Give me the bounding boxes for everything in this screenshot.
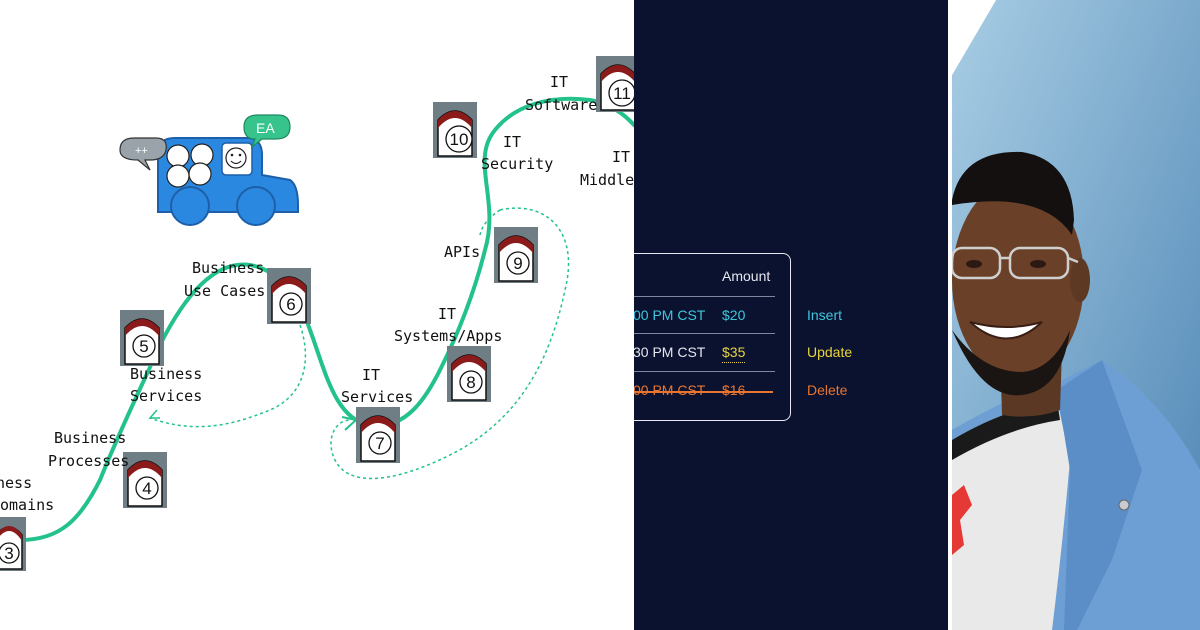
label-it-security: IT bbox=[503, 133, 521, 151]
label-business-processes: Processes bbox=[48, 452, 129, 470]
bubble-text: EA bbox=[256, 120, 275, 136]
row-time: 00 PM CST bbox=[634, 307, 706, 323]
arrowhead-icon bbox=[148, 409, 160, 419]
label-business-domains: ness bbox=[0, 474, 32, 492]
action-update: Update bbox=[807, 344, 853, 360]
stone-number: 9 bbox=[513, 254, 522, 273]
label-business-services: Services bbox=[130, 387, 202, 405]
team-car-illustration bbox=[157, 137, 299, 226]
row-amount: $35 bbox=[722, 344, 746, 363]
milestone-stone-7: 7 bbox=[356, 407, 400, 463]
label-apis: APIs bbox=[444, 243, 480, 261]
stone-number: 3 bbox=[4, 544, 13, 563]
journey-map-diagram: 3 4 5 6 7 bbox=[0, 56, 634, 571]
milestone-stone-10: 10 bbox=[433, 102, 477, 158]
label-business-domains: omains bbox=[0, 496, 54, 514]
stone-number: 10 bbox=[450, 130, 469, 149]
milestone-stone-9: 9 bbox=[494, 227, 538, 283]
row-amount: $16 bbox=[722, 382, 746, 398]
label-business-use-cases: Use Cases bbox=[184, 282, 265, 300]
dotted-loop-path bbox=[479, 209, 501, 236]
label-it-middleware: Middle bbox=[580, 171, 634, 189]
label-it-services: IT bbox=[362, 366, 380, 384]
stone-number: 4 bbox=[142, 479, 151, 498]
milestone-stone-3: 3 bbox=[0, 517, 26, 571]
label-it-services: Services bbox=[341, 388, 413, 406]
table-divider bbox=[634, 371, 775, 372]
milestone-stone-4: 4 bbox=[123, 452, 167, 508]
label-business-use-cases: Business bbox=[192, 259, 264, 277]
bubble-text: ++ bbox=[135, 145, 148, 157]
stone-number: 11 bbox=[613, 84, 631, 103]
action-delete: Delete bbox=[807, 382, 848, 398]
row-amount: $20 bbox=[722, 307, 746, 323]
milestone-stone-11: 11 bbox=[596, 56, 634, 112]
speech-bubble-left: ++ bbox=[119, 137, 167, 171]
column-header-amount: Amount bbox=[722, 268, 771, 284]
stone-number: 7 bbox=[375, 434, 384, 453]
label-it-systems: Systems/Apps bbox=[394, 327, 502, 345]
action-insert: Insert bbox=[807, 307, 843, 323]
change-table-panel: Amount 00 PM CST $20 30 PM CST $35 00 PM… bbox=[634, 0, 948, 630]
row-time: 00 PM CST bbox=[634, 382, 706, 398]
stone-number: 6 bbox=[286, 295, 295, 314]
label-business-services: Business bbox=[130, 365, 202, 383]
label-it-systems: IT bbox=[438, 305, 456, 323]
stone-number: 8 bbox=[466, 373, 475, 392]
milestone-stone-6: 6 bbox=[267, 268, 311, 324]
label-it-software: IT bbox=[550, 73, 568, 91]
label-it-software: Software bbox=[525, 96, 597, 114]
stone-number: 5 bbox=[139, 337, 148, 356]
speech-bubble-right: EA bbox=[243, 114, 291, 149]
dotted-loop-path bbox=[330, 207, 570, 480]
table-divider bbox=[634, 296, 775, 297]
arrowhead-icon bbox=[341, 416, 359, 431]
milestone-stone-8: 8 bbox=[447, 346, 491, 402]
label-business-processes: Business bbox=[54, 429, 126, 447]
change-table-card: Amount 00 PM CST $20 30 PM CST $35 00 PM… bbox=[634, 253, 791, 421]
presenter-photo-panel bbox=[952, 0, 1200, 630]
panel-divider bbox=[948, 0, 952, 630]
table-divider bbox=[634, 333, 775, 334]
label-it-middleware: IT bbox=[612, 148, 630, 166]
row-time: 30 PM CST bbox=[634, 344, 706, 360]
label-it-security: Security bbox=[481, 155, 553, 173]
dotted-loop-path bbox=[149, 324, 307, 428]
strikethrough-line bbox=[634, 391, 773, 393]
milestone-stone-5: 5 bbox=[120, 310, 164, 366]
presenter-photo bbox=[952, 0, 1200, 630]
journey-map-panel: 3 4 5 6 7 bbox=[0, 56, 634, 571]
